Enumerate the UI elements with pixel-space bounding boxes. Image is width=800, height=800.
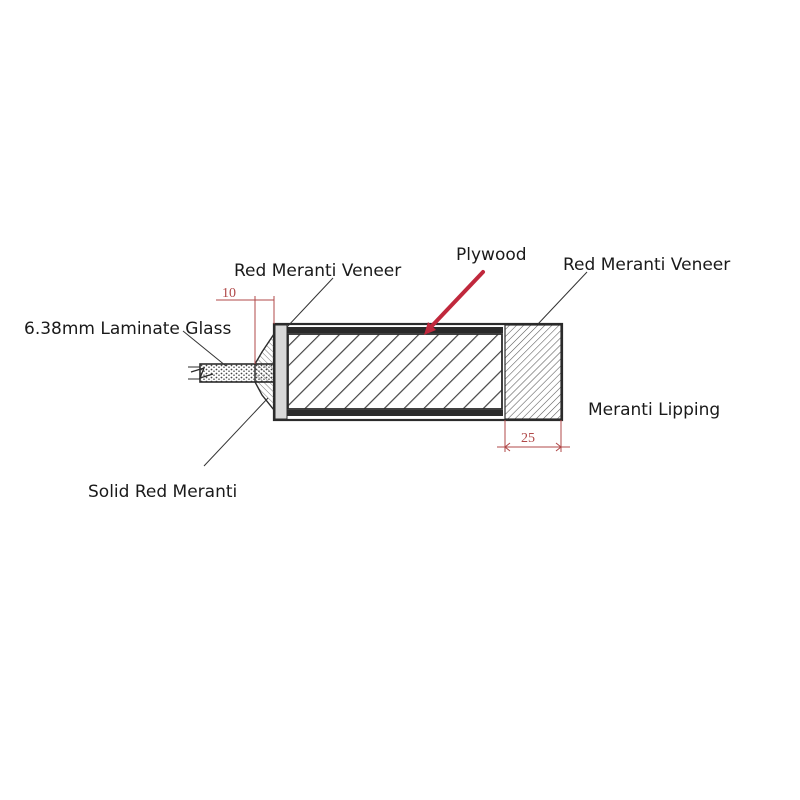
plywood-core (287, 333, 503, 410)
solid-red-meranti-stile (274, 324, 288, 420)
dimension-bead-label: 10 (222, 286, 236, 301)
veneer-band-bottom (287, 410, 503, 416)
label-solid-red-meranti: Solid Red Meranti (88, 482, 237, 502)
label-red-meranti-veneer-left: Red Meranti Veneer (234, 261, 401, 281)
dimension-lipping-label: 25 (521, 431, 535, 446)
label-red-meranti-veneer-right: Red Meranti Veneer (563, 255, 730, 275)
dimension-lipping: 25 (497, 420, 570, 452)
label-meranti-lipping: Meranti Lipping (588, 400, 720, 420)
leader-glass (182, 330, 227, 367)
meranti-lipping-block (504, 324, 562, 420)
veneer-band-top (287, 327, 503, 333)
leader-veneer-right (537, 271, 588, 325)
laminate-glass (199, 363, 275, 383)
leader-veneer-left (286, 277, 334, 328)
leader-solid-meranti (203, 397, 269, 467)
dimension-bead: 10 (216, 286, 275, 364)
label-laminate-glass: 6.38mm Laminate Glass (24, 319, 231, 339)
pointer-plywood (427, 270, 485, 331)
label-plywood: Plywood (456, 245, 527, 265)
glass-break-mark (190, 366, 214, 380)
pointer-plywood-head (424, 322, 436, 335)
